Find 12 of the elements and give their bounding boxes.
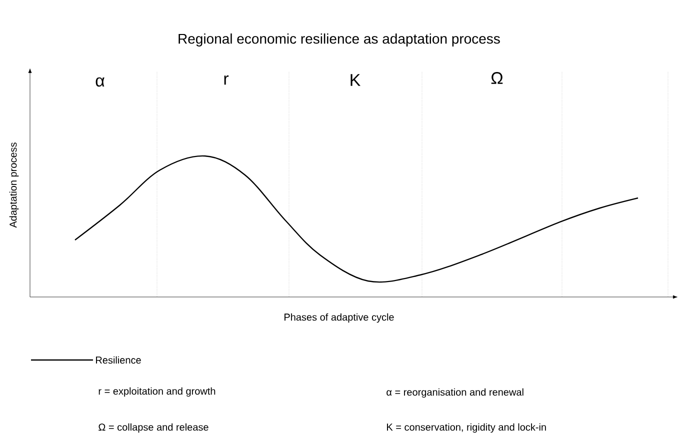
phase-letter: α — [96, 77, 104, 87]
legend-note: Ω = collapse and release — [98, 423, 208, 433]
chart-title: Regional economic resilience as adaptation process — [178, 33, 500, 46]
axis-title: Phases of adaptive cycle — [284, 313, 394, 323]
phase-letter: Ω — [491, 72, 503, 84]
phase-letter: K — [350, 74, 360, 86]
legend-note: α = reorganisation and renewal — [386, 388, 524, 398]
axis-title: Adaptation process — [9, 142, 19, 228]
legend-label: Resilience — [96, 356, 141, 364]
legend-note: K = conservation, rigidity and lock-in — [387, 423, 546, 433]
phase-letter: r — [224, 75, 229, 85]
legend-note: r = exploitation and growth — [98, 387, 216, 397]
